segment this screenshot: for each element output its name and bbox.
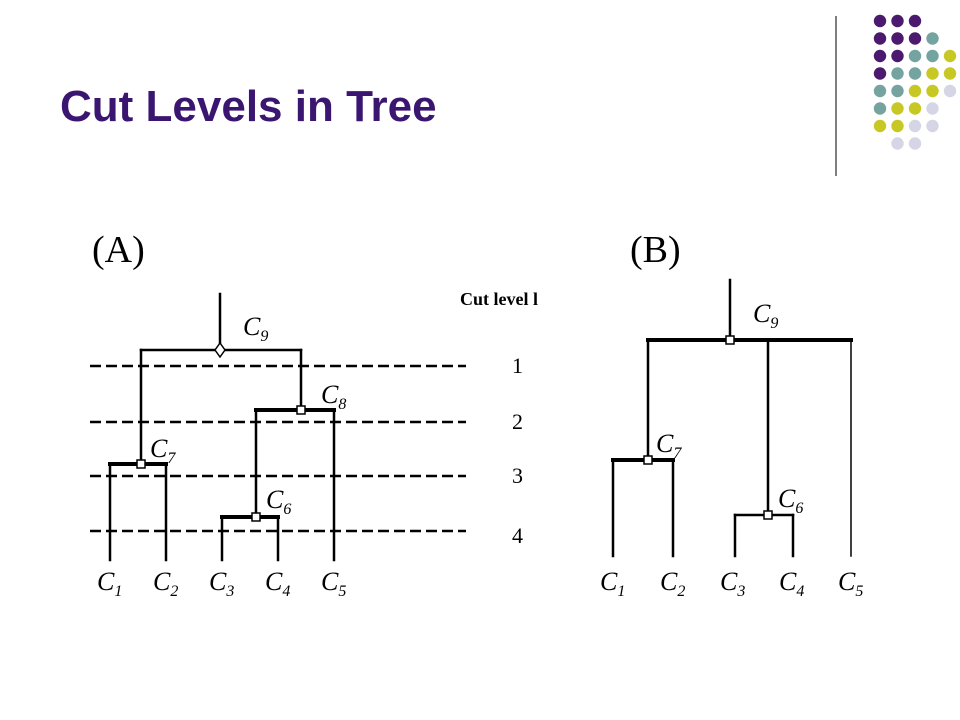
decorative-dot	[891, 32, 904, 45]
node-c6-marker	[251, 512, 261, 522]
b-leaf-c1-label: C1	[600, 567, 625, 600]
decorative-dot	[891, 67, 904, 80]
decorative-dot	[891, 102, 904, 115]
decorative-dot	[943, 67, 957, 80]
b-node-c6-marker	[763, 510, 773, 520]
decorative-dot	[926, 49, 939, 63]
decorative-dot	[908, 102, 922, 115]
b-node-c9-label: C9	[753, 299, 778, 332]
cut-level-4: 4	[512, 523, 523, 548]
node-c7-marker	[136, 459, 146, 469]
b-node-c7-label: C7	[656, 429, 682, 462]
a-leaf-c3-label: C3	[209, 567, 234, 600]
a-node-c9-label: C9	[243, 312, 268, 345]
decorative-dot	[926, 102, 939, 115]
decorative-dot-grid	[873, 14, 957, 150]
decorative-dot	[891, 84, 904, 98]
decorative-dot	[908, 119, 922, 133]
decorative-dot	[926, 84, 939, 98]
slide-title: Cut Levels in Tree	[60, 82, 437, 131]
decorative-dot	[908, 14, 922, 28]
decorative-dot	[873, 84, 887, 98]
cut-level-2: 2	[512, 409, 523, 434]
decorative-dot	[908, 84, 922, 98]
decorative-dot	[873, 67, 887, 80]
decorative-dot	[943, 84, 957, 98]
tree-a-edges	[108, 292, 336, 562]
decorative-dot	[908, 32, 922, 45]
b-node-c6-label: C6	[778, 484, 803, 517]
a-leaf-c4-label: C4	[265, 567, 290, 600]
cut-level-3: 3	[512, 463, 523, 488]
decorative-dot	[873, 14, 887, 28]
decorative-dot	[891, 49, 904, 63]
decorative-dot	[926, 119, 939, 133]
tree-b-edges	[611, 278, 853, 558]
panel-b-label: (B)	[630, 229, 681, 271]
cut-lines	[90, 364, 466, 533]
decorative-dot	[926, 32, 939, 45]
tree-a-node-markers	[136, 341, 306, 522]
decorative-dot	[891, 137, 904, 150]
a-node-c8-label: C8	[321, 380, 346, 413]
decorative-dot	[908, 137, 922, 150]
a-leaf-c5-label: C5	[321, 567, 346, 600]
tree-b-node-markers	[643, 335, 773, 520]
decorative-dot	[873, 49, 887, 63]
decorative-dot	[873, 102, 887, 115]
a-leaf-c2-label: C2	[153, 567, 178, 600]
decorative-dot	[943, 49, 957, 63]
b-node-c7-marker	[643, 455, 653, 465]
decorative-dot	[873, 119, 887, 133]
decorative-dot	[891, 119, 904, 133]
decorative-dot	[873, 32, 887, 45]
cut-level-1: 1	[512, 353, 523, 378]
a-node-c6-label: C6	[266, 485, 291, 518]
b-node-c9-marker	[725, 335, 735, 345]
a-node-c7-label: C7	[150, 434, 176, 467]
b-leaf-c4-label: C4	[779, 567, 804, 600]
decorative-dot	[908, 67, 922, 80]
decorative-dot	[926, 67, 939, 80]
b-leaf-c3-label: C3	[720, 567, 745, 600]
b-leaf-c5-label: C5	[838, 567, 863, 600]
a-leaf-c1-label: C1	[97, 567, 122, 600]
decorative-dot	[908, 49, 922, 63]
decorative-dot	[891, 14, 904, 28]
node-c9-marker	[214, 341, 226, 359]
node-c8-marker	[296, 405, 306, 415]
panel-a-label: (A)	[92, 229, 145, 271]
b-leaf-c2-label: C2	[660, 567, 685, 600]
cut-level-header: Cut level l	[460, 289, 538, 309]
